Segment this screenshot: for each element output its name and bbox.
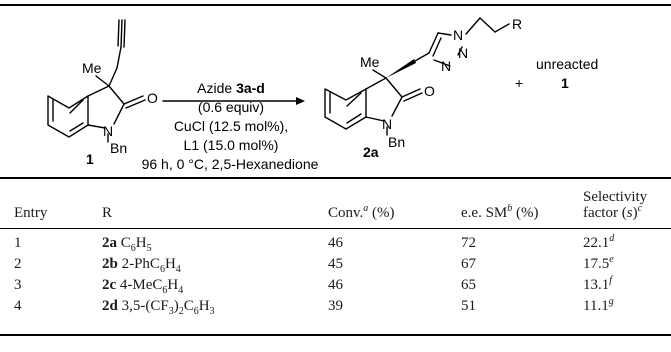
reactant-n-label: N [103,123,113,139]
table-header-row: Entry R Conv.a (%) e.e. SMb (%) Selectiv… [0,189,671,228]
triazole-n1-label: N [453,27,463,43]
r-formula: 4-MeC6H4 [119,276,184,296]
conditions-equiv: (0.6 equiv) [198,99,264,115]
results-table: Entry R Conv.a (%) e.e. SMb (%) Selectiv… [0,189,671,317]
r-formula: C6H5 [120,234,152,254]
conditions-ligand: L1 (15.0 mol%) [184,137,279,153]
reactant-bn-label: Bn [110,140,127,156]
triazole-n2-label: N [458,45,468,61]
conditions-catalyst: CuCl (12.5 mol%), [174,118,288,134]
cell-r: 2d 3,5-(CF3)2C6H3 [102,297,215,317]
cell-ee: 51 [461,297,476,314]
cell-selectivity: 17.5e [583,253,614,272]
cell-r: 2c 4-MeC6H4 [102,276,184,296]
top-rule [0,4,671,6]
cell-selectivity: 22.1d [583,232,615,251]
cell-selectivity: 11.1g [583,295,614,314]
product-structure [324,17,510,136]
reactant-me-label: Me [82,60,102,76]
cell-entry: 1 [14,234,22,251]
reactant-o-label: O [147,90,158,106]
reaction-scheme: Me O N Bn 1 Azide 3a-d (0.6 equiv) CuCl … [47,16,598,172]
unreacted-text: unreacted [536,56,598,72]
plus-sign: + [515,75,523,91]
conditions-reagent: Azide 3a-d [197,80,265,96]
product-o-label: O [424,83,435,99]
product-n-label: N [382,116,392,132]
product-label: 2a [363,144,379,160]
table-row: 2 2b 2-PhC6H4 45 67 17.5e [0,254,671,275]
cell-selectivity: 13.1f [583,274,613,293]
cell-conversion: 45 [328,255,343,272]
cell-entry: 4 [14,297,22,314]
table-row: 3 2c 4-MeC6H4 46 65 13.1f [0,275,671,296]
cell-conversion: 46 [328,276,343,293]
product-bn-label: Bn [388,134,405,150]
cell-conversion: 39 [328,297,343,314]
conditions-time-temp-solvent: 96 h, 0 °C, 2,5-Hexanedione [142,156,319,172]
header-r: R [102,204,113,221]
reactant-structure [47,19,146,143]
header-conversion: Conv.a (%) [328,202,395,221]
scheme-bottom-rule [0,177,671,179]
unreacted-label: 1 [561,75,569,91]
header-entry: Entry [14,204,48,221]
r-formula: 3,5-(CF3)2C6H3 [121,297,215,317]
table-row: 4 2d 3,5-(CF3)2C6H3 39 51 11.1g [0,296,671,317]
r-formula: 2-PhC6H4 [121,255,181,275]
cell-r: 2b 2-PhC6H4 [102,255,181,275]
cell-ee: 67 [461,255,476,272]
cell-entry: 2 [14,255,22,272]
triazole-n3-label: N [441,58,451,74]
product-r-label: R [512,16,522,32]
cell-ee: 65 [461,276,476,293]
cell-ee: 72 [461,234,476,251]
cell-conversion: 46 [328,234,343,251]
cell-r: 2a C6H5 [102,234,152,254]
reactant-label: 1 [86,151,94,167]
table-bottom-rule [0,334,671,336]
header-ee: e.e. SMb (%) [461,202,539,221]
cell-entry: 3 [14,276,22,293]
product-me-label: Me [360,54,380,70]
table-row: 1 2a C6H5 46 72 22.1d [0,229,671,254]
